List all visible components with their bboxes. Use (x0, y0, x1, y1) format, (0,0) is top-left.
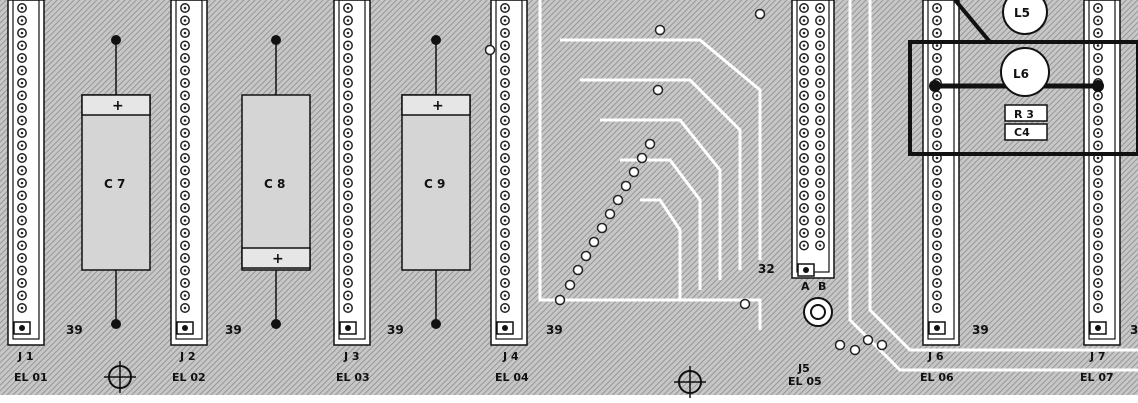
j5-column-b-label: B (818, 280, 826, 293)
connector-3-ref: J 3 (343, 350, 360, 363)
j5-mount-hole (810, 304, 826, 320)
connector-group (7, 0, 1121, 346)
connector-7-name: EL 07 (1080, 371, 1114, 384)
connector-1-pin-label: 39 (66, 323, 83, 337)
inductor-l5-label: L5 (1014, 6, 1030, 20)
connector-4-ref: J 4 (502, 350, 519, 363)
via-5 (588, 236, 600, 248)
connector-4-name: EL 04 (495, 371, 529, 384)
connector-6-ref: J 6 (927, 350, 944, 363)
via-8 (612, 194, 624, 206)
capacitor-c4-label: C4 (1014, 126, 1030, 139)
inductor-l6-label: L6 (1013, 67, 1029, 81)
via-21 (876, 339, 888, 351)
connector-5-ref: J5 (797, 362, 810, 375)
mounting-hole-right (674, 366, 706, 398)
connector-6 (922, 0, 960, 346)
capacitor-c8: + C 8 (241, 35, 311, 329)
via-7 (604, 208, 616, 220)
capacitor-c7: + C 7 (81, 35, 151, 329)
jumper-end-left (929, 80, 941, 92)
connector-2-ref: J 2 (179, 350, 196, 363)
capacitor-c9-polarity: + (432, 98, 444, 114)
connector-1-name: EL 01 (14, 371, 48, 384)
capacitor-c8-label: C 8 (264, 177, 285, 191)
via-18 (834, 339, 846, 351)
via-11 (636, 152, 648, 164)
connector-4 (490, 0, 528, 346)
via-9 (620, 180, 632, 192)
leader-line (953, 0, 992, 44)
via-4 (580, 250, 592, 262)
inductor-l5 (1002, 0, 1048, 35)
connector-3-name: EL 03 (336, 371, 370, 384)
connector-4-pin-label: 39 (546, 323, 563, 337)
connector-1 (7, 0, 45, 346)
resistor-r3-label: R 3 (1014, 108, 1034, 121)
inset-highlight-box (908, 40, 1138, 156)
connector-7 (1083, 0, 1121, 346)
via-13 (652, 84, 664, 96)
via-20 (862, 334, 874, 346)
connector-1-ref: J 1 (17, 350, 34, 363)
connector-6-name: EL 06 (920, 371, 954, 384)
via-14 (654, 24, 666, 36)
via-12 (644, 138, 656, 150)
via-6 (596, 222, 608, 234)
connector-6-pin-label: 39 (972, 323, 989, 337)
via-group (484, 8, 888, 356)
capacitor-group: + C 7 + C 8 + C 9 (81, 35, 471, 329)
connector-5-pin-label: 32 (758, 262, 775, 276)
jumper-end-right (1092, 80, 1104, 92)
connector-3-pin-label: 39 (387, 323, 404, 337)
via-1 (554, 294, 566, 306)
j5-mount-ring (803, 297, 833, 327)
connector-2-pin-label: 39 (225, 323, 242, 337)
resistor-r3 (1004, 104, 1048, 122)
connector-7-ref: J 7 (1089, 350, 1106, 363)
capacitor-c8-polarity: + (272, 251, 284, 267)
mounting-hole-left (104, 361, 136, 393)
connector-3 (333, 0, 371, 346)
connector-7-pin-label: 3 (1130, 323, 1138, 337)
connector-5 (791, 0, 835, 279)
via-2 (564, 279, 576, 291)
capacitor-c9-label: C 9 (424, 177, 445, 191)
inductor-l6 (1000, 47, 1050, 97)
via-15 (484, 44, 496, 56)
capacitor-c7-polarity: + (112, 98, 124, 114)
via-17 (739, 298, 751, 310)
via-10 (628, 166, 640, 178)
capacitor-c4 (1004, 123, 1048, 141)
via-16 (754, 8, 766, 20)
j5-column-a-label: A (801, 280, 810, 293)
connector-2 (170, 0, 208, 346)
capacitor-c9: + C 9 (401, 35, 471, 329)
via-3 (572, 264, 584, 276)
capacitor-c7-label: C 7 (104, 177, 125, 191)
connector-2-name: EL 02 (172, 371, 206, 384)
via-19 (849, 344, 861, 356)
connector-5-name: EL 05 (788, 375, 822, 388)
